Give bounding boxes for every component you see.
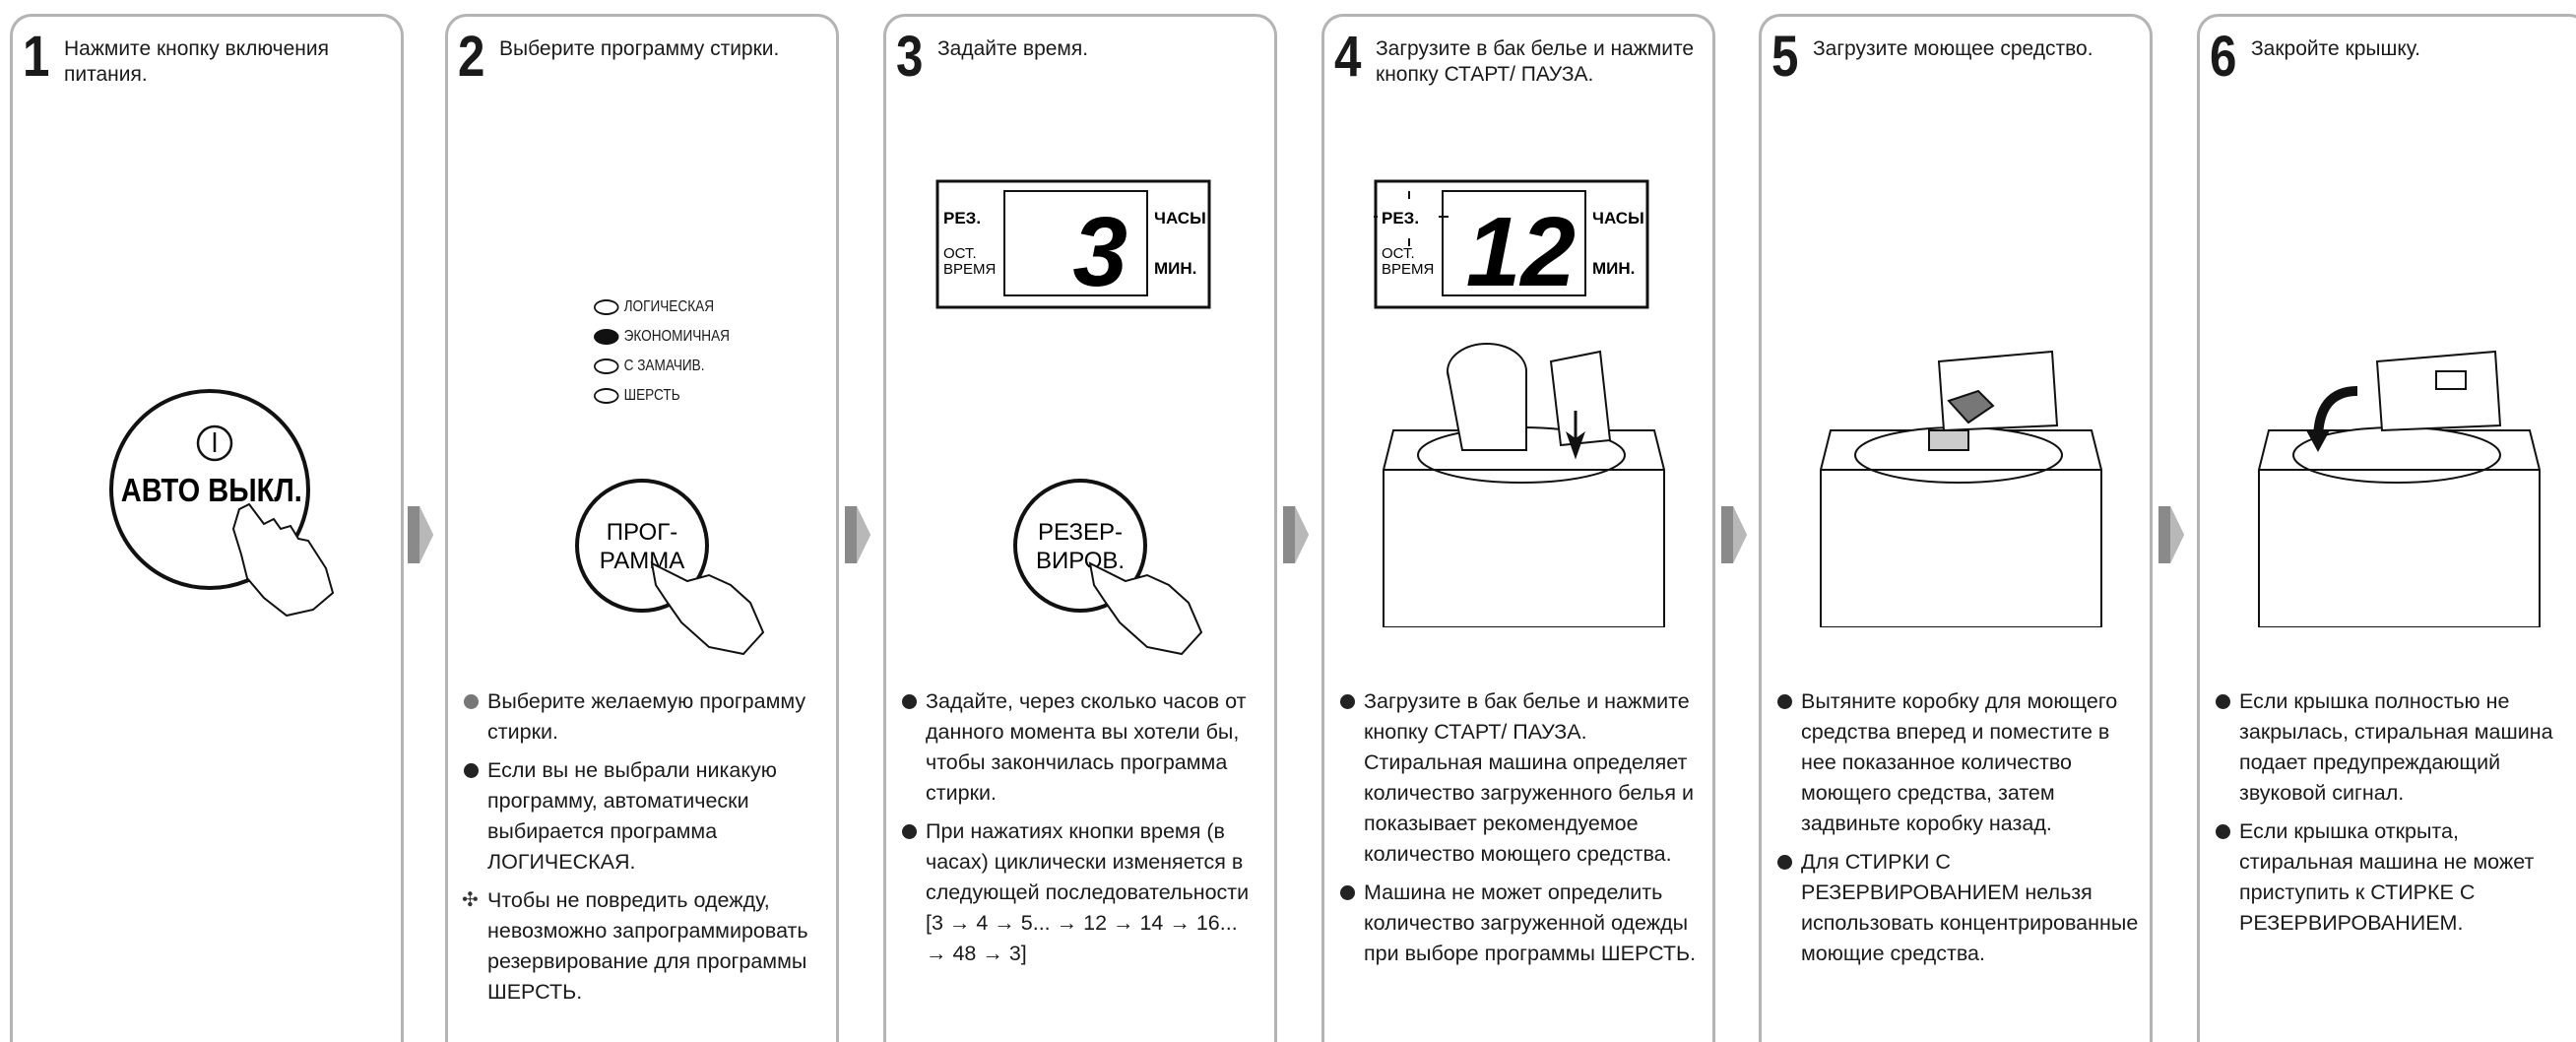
washer-loading-illustration: [1383, 343, 1665, 627]
indicator-on-icon: [594, 328, 619, 345]
time-value: 3: [1072, 197, 1127, 307]
step-title: Загрузите моющее средство.: [1813, 37, 2093, 60]
step-title: Закройте крышку.: [2251, 37, 2420, 60]
bullet-item: Если вы не выбрали никакую программу, ав…: [462, 755, 826, 878]
step-number: 6: [2210, 25, 2237, 89]
svg-text:ПРОГ-: ПРОГ-: [607, 519, 677, 546]
svg-text:МИН.: МИН.: [1154, 259, 1196, 278]
indicator-off-icon: [594, 387, 619, 404]
bullet-item: Загрузите в бак белье и нажмите кнопку С…: [1338, 686, 1703, 870]
down-arrow-icon: [1566, 411, 1585, 460]
bullet-item: Задайте, через сколько часов от данного …: [900, 686, 1264, 809]
program-item: ЭКОНОМИЧНАЯ: [594, 322, 730, 352]
bullet-item: Выберите желаемую программу стирки.: [462, 686, 826, 748]
arrow-right-icon: [2158, 506, 2184, 563]
bullet-list: Выберите желаемую программу стирки. Если…: [462, 686, 826, 1015]
hand-icon: [231, 502, 335, 618]
time-value: 12: [1466, 197, 1576, 307]
bullet-item: Для СТИРКИ С РЕЗЕРВИРОВАНИЕМ нельзя испо…: [1775, 847, 2140, 969]
step-title: Нажмите кнопку включения питания.: [64, 37, 329, 86]
step-number: 5: [1771, 25, 1799, 89]
arrow-right-icon: [1283, 506, 1309, 563]
svg-text:ЧАСЫ: ЧАСЫ: [1154, 209, 1206, 228]
program-button-illustration: ПРОГ- РАММА: [575, 479, 765, 656]
step-title: Задайте время.: [937, 37, 1089, 60]
svg-text:РЕЗ.: РЕЗ.: [943, 209, 981, 228]
star-icon: ✣: [462, 889, 479, 911]
program-list: ЛОГИЧЕСКАЯ ЭКОНОМИЧНАЯ С ЗАМАЧИВ. ШЕРСТЬ: [594, 293, 730, 411]
blink-icon: [1374, 191, 1449, 246]
step-panel-5: 5 Загрузите моющее средство. Вытяните ко…: [1759, 14, 2153, 1042]
step-panel-6: 6 Закройте крышку. Если крышка полностью…: [2197, 14, 2576, 1042]
step-number: 2: [458, 25, 485, 89]
step-number: 4: [1334, 25, 1362, 89]
bullet-item: Машина не может определить количество за…: [1338, 878, 1703, 969]
step-number: 1: [23, 25, 50, 89]
svg-text:ВРЕМЯ: ВРЕМЯ: [943, 261, 996, 278]
svg-text:РЕЗЕР-: РЕЗЕР-: [1038, 519, 1123, 546]
bullet-item: Вытяните коробку для моющего средства вп…: [1775, 686, 2140, 839]
svg-text:ЧАСЫ: ЧАСЫ: [1592, 209, 1644, 228]
step-panel-3: 3 Задайте время. РЕЗ. ОСТ. ВРЕМЯ ЧАСЫ МИ…: [883, 14, 1277, 1042]
step-panel-4: 4 Загрузите в бак белье и нажмите кнопку…: [1321, 14, 1715, 1042]
auto-off-label: АВТО ВЫКЛ.: [121, 472, 302, 508]
bullet-item: ✣Чтобы не повредить одежду, невозможно з…: [462, 885, 826, 1008]
hand-icon: [1088, 561, 1203, 656]
bullet-list: Вытяните коробку для моющего средства вп…: [1775, 686, 2140, 977]
bullet-list: Задайте, через сколько часов от данного …: [900, 686, 1264, 977]
step-number: 3: [896, 25, 924, 89]
program-item: ШЕРСТЬ: [594, 381, 730, 411]
step-panel-2: 2 Выберите программу стирки. ЛОГИЧЕСКАЯ …: [445, 14, 839, 1042]
step-panel-1: 1 Нажмите кнопку включения питания. АВТО…: [10, 14, 404, 1042]
hand-icon: [650, 561, 765, 656]
power-button-illustration: АВТО ВЫКЛ.: [109, 389, 335, 618]
step-title: Выберите программу стирки.: [499, 37, 780, 60]
svg-text:МИН.: МИН.: [1592, 259, 1635, 278]
svg-text:РЕЗ.: РЕЗ.: [1382, 209, 1419, 228]
svg-text:ВРЕМЯ: ВРЕМЯ: [1382, 261, 1434, 278]
reservation-button-illustration: РЕЗЕР- ВИРОВ.: [1013, 479, 1203, 656]
time-display: РЕЗ. ОСТ. ВРЕМЯ ЧАСЫ МИН. 12: [1374, 179, 1649, 309]
bullet-item: Если крышка открыта, стиральная машина н…: [2214, 816, 2576, 939]
program-item: ЛОГИЧЕСКАЯ: [594, 293, 730, 322]
close-lid-illustration: [2258, 350, 2541, 627]
svg-text:ВИРОВ.: ВИРОВ.: [1036, 548, 1125, 574]
power-icon: [196, 424, 233, 462]
detergent-illustration: [1820, 350, 2102, 627]
step-title: Загрузите в бак белье и нажмите кнопку С…: [1376, 37, 1695, 86]
detergent-box-icon: [1928, 429, 1969, 451]
indicator-off-icon: [594, 298, 619, 315]
svg-text:ОСТ.: ОСТ.: [943, 245, 977, 262]
arrow-right-icon: [1721, 506, 1747, 563]
svg-text:РАММА: РАММА: [600, 548, 684, 574]
scoop-icon: [1947, 389, 1995, 424]
program-item: С ЗАМАЧИВ.: [594, 352, 730, 381]
bullet-item: При нажатиях кнопки время (в часах) цикл…: [900, 816, 1264, 969]
bullet-item: Если крышка полностью не закрылась, стир…: [2214, 686, 2576, 809]
bullet-list: Загрузите в бак белье и нажмите кнопку С…: [1338, 686, 1703, 977]
bullet-list: Если крышка полностью не закрылась, стир…: [2214, 686, 2576, 946]
indicator-off-icon: [594, 358, 619, 374]
svg-text:ОСТ.: ОСТ.: [1382, 245, 1415, 262]
arrow-right-icon: [408, 506, 433, 563]
time-display: РЕЗ. ОСТ. ВРЕМЯ ЧАСЫ МИН. 3: [935, 179, 1211, 309]
arrow-right-icon: [845, 506, 870, 563]
